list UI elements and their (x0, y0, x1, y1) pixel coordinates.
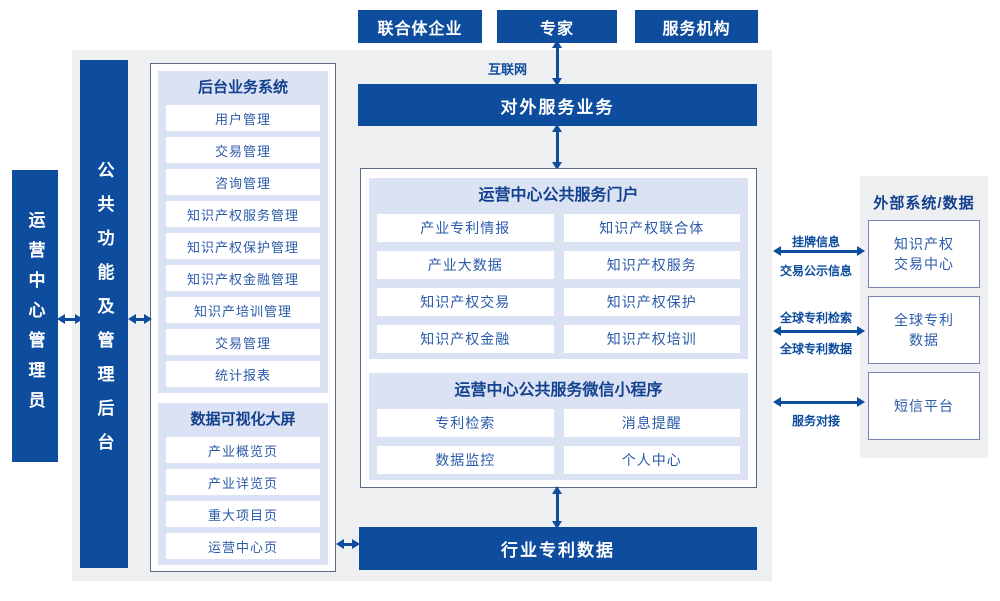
miniprogram-panel: 运营中心公共服务微信小程序 专利检索 消息提醒 数据监控 个人中心 (369, 373, 748, 480)
arrow-admin-to-backend (57, 314, 83, 324)
internet-label: 互联网 (488, 62, 528, 77)
arrow-service-docking (773, 397, 865, 407)
actor-experts: 专家 (497, 10, 617, 43)
portal-panel: 运营中心公共服务门户 产业专利情报 知识产权联合体 产业大数据 知识产权服务 知… (369, 178, 748, 359)
list-item: 用户管理 (166, 105, 320, 131)
list-item: 交易管理 (166, 137, 320, 163)
arrow-global-patent (773, 326, 865, 336)
list-item: 产业专利情报 (377, 214, 554, 242)
list-item: 知识产权联合体 (563, 214, 740, 242)
list-item: 统计报表 (166, 361, 320, 387)
list-item: 知识产权金融管理 (166, 265, 320, 291)
portal-group-box: 运营中心公共服务门户 产业专利情报 知识产权联合体 产业大数据 知识产权服务 知… (360, 168, 757, 488)
list-item: 知识产培训管理 (166, 297, 320, 323)
list-item: 消息提醒 (563, 409, 740, 437)
backend-group-box: 后台业务系统 用户管理 交易管理 咨询管理 知识产权服务管理 知识产权保护管理 … (150, 63, 336, 572)
list-item: 知识产权交易 (377, 288, 554, 316)
dataviz-panel: 数据可视化大屏 产业概览页 产业详览页 重大项目页 运营中心页 (158, 403, 328, 565)
external-box-global-patent-data: 全球专利 数据 (868, 296, 980, 364)
list-item: 知识产权保护管理 (166, 233, 320, 259)
list-item: 数据监控 (377, 446, 554, 474)
external-box-sms-platform: 短信平台 (868, 372, 980, 440)
list-item: 知识产权服务 (563, 251, 740, 279)
bar-label: 行业专利数据 (501, 541, 615, 560)
bar-label: 对外服务业务 (500, 97, 615, 117)
vbar-label: 运营中心管理员 (25, 211, 45, 421)
backend-system-title: 后台业务系统 (197, 79, 288, 96)
vbar-label: 公共功能及管理后台 (94, 161, 114, 467)
arrow-backend-to-system (128, 314, 152, 324)
miniprogram-items-grid: 专利检索 消息提醒 数据监控 个人中心 (377, 409, 740, 474)
miniprogram-title: 运营中心公共服务微信小程序 (454, 382, 663, 399)
list-item: 咨询管理 (166, 169, 320, 195)
link-label-transaction-publicity: 交易公示信息 (779, 264, 852, 278)
list-item: 知识产权服务管理 (166, 201, 320, 227)
portal-title: 运营中心公共服务门户 (478, 187, 639, 204)
arrow-dataviz-to-patent-data (336, 539, 360, 549)
dataviz-title: 数据可视化大屏 (190, 411, 296, 428)
list-item: 产业详览页 (166, 469, 320, 495)
list-item: 专利检索 (377, 409, 554, 437)
link-label-listing-info: 挂牌信息 (791, 235, 840, 249)
external-box-ip-trading-center: 知识产权 交易中心 (868, 220, 980, 288)
link-label-global-patent-search: 全球专利检索 (779, 311, 852, 325)
link-label-service-docking: 服务对接 (791, 414, 840, 428)
arrow-service-to-portal (552, 124, 562, 170)
actor-label: 联合体企业 (377, 20, 463, 38)
portal-items-grid: 产业专利情报 知识产权联合体 产业大数据 知识产权服务 知识产权交易 知识产权保… (377, 214, 740, 353)
operation-center-admin-bar: 运营中心管理员 (12, 170, 58, 462)
actor-service-organizations: 服务机构 (635, 10, 758, 43)
public-functions-backend-bar: 公共功能及管理后台 (80, 60, 128, 568)
arrow-internet (552, 40, 562, 86)
external-service-bar: 对外服务业务 (358, 84, 757, 126)
link-label-global-patent-data: 全球专利数据 (779, 342, 852, 356)
list-item: 个人中心 (563, 446, 740, 474)
list-item: 知识产权保护 (563, 288, 740, 316)
external-systems-title: 外部系统/数据 (873, 195, 975, 212)
list-item: 产业大数据 (377, 251, 554, 279)
arrow-listing-info (773, 246, 865, 256)
backend-system-panel: 后台业务系统 用户管理 交易管理 咨询管理 知识产权服务管理 知识产权保护管理 … (158, 71, 328, 393)
list-item: 交易管理 (166, 329, 320, 355)
industry-patent-data-bar: 行业专利数据 (359, 527, 757, 570)
actor-consortium-enterprises: 联合体企业 (358, 10, 482, 43)
list-item: 知识产权金融 (377, 325, 554, 353)
list-item: 产业概览页 (166, 437, 320, 463)
list-item: 运营中心页 (166, 533, 320, 559)
actor-label: 专家 (539, 20, 574, 38)
actor-label: 服务机构 (662, 20, 731, 38)
list-item: 知识产权培训 (563, 325, 740, 353)
list-item: 重大项目页 (166, 501, 320, 527)
arrow-portal-to-patent-data (552, 486, 562, 529)
